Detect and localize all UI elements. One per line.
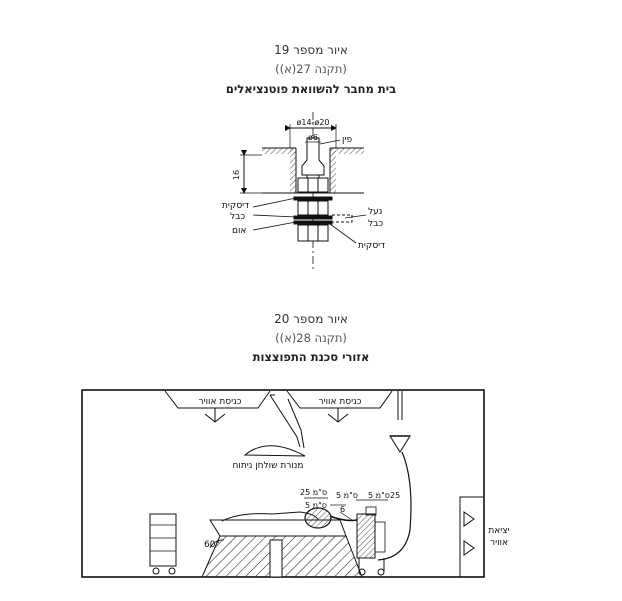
label-nut: אום	[232, 226, 246, 236]
label-washer-left: דיסקית	[222, 201, 249, 211]
figure19-title: איור מספר 19	[274, 43, 348, 57]
label-air-inlet-1: כניסת אוויר	[198, 397, 241, 407]
label-25-b: 25	[390, 491, 400, 500]
figure20-title: איור מספר 20	[274, 312, 348, 326]
dim-outer-diameter: ø14-ø20	[296, 118, 329, 127]
dim-inner-diameter: ø6	[308, 133, 318, 142]
label-5cm-b: 5 ס"מ	[336, 491, 358, 500]
label-operating-lamp: מנורת שולחן ניתוח	[232, 461, 303, 471]
label-cable-shoe-2: כבל	[368, 219, 383, 229]
label-cable-shoe-1: נעל	[368, 207, 382, 217]
label-six: 6	[340, 505, 345, 514]
label-angle-60: 60°	[204, 540, 220, 550]
operating-room-drawing	[81, 389, 485, 578]
label-air-outlet-2: אוויר	[490, 538, 508, 548]
label-cable: כבל	[230, 212, 245, 222]
label-air-outlet-1: יציאת	[488, 526, 509, 536]
figure19-subtitle: בית מחבר להשוואת פוטנציאלים	[225, 82, 397, 96]
label-5cm-c: 5 ס"מ	[368, 491, 390, 500]
label-air-inlet-2: כניסת אוויר	[318, 397, 361, 407]
label-washer-right: דיסקית	[358, 241, 385, 251]
figure20-regulation: (תקנה 28(א))	[275, 331, 347, 345]
figure19-regulation: (תקנה 27(א))	[275, 62, 347, 76]
label-25cm-a: 25 ס"מ	[300, 488, 327, 497]
figure20-subtitle: אזורי סכנת התפוצצות	[252, 350, 370, 364]
label-5cm-a: 5 ס"מ	[305, 501, 327, 510]
dim-depth: 16	[232, 170, 241, 180]
connector-housing-drawing	[240, 112, 367, 270]
label-pin: פין	[342, 135, 352, 145]
